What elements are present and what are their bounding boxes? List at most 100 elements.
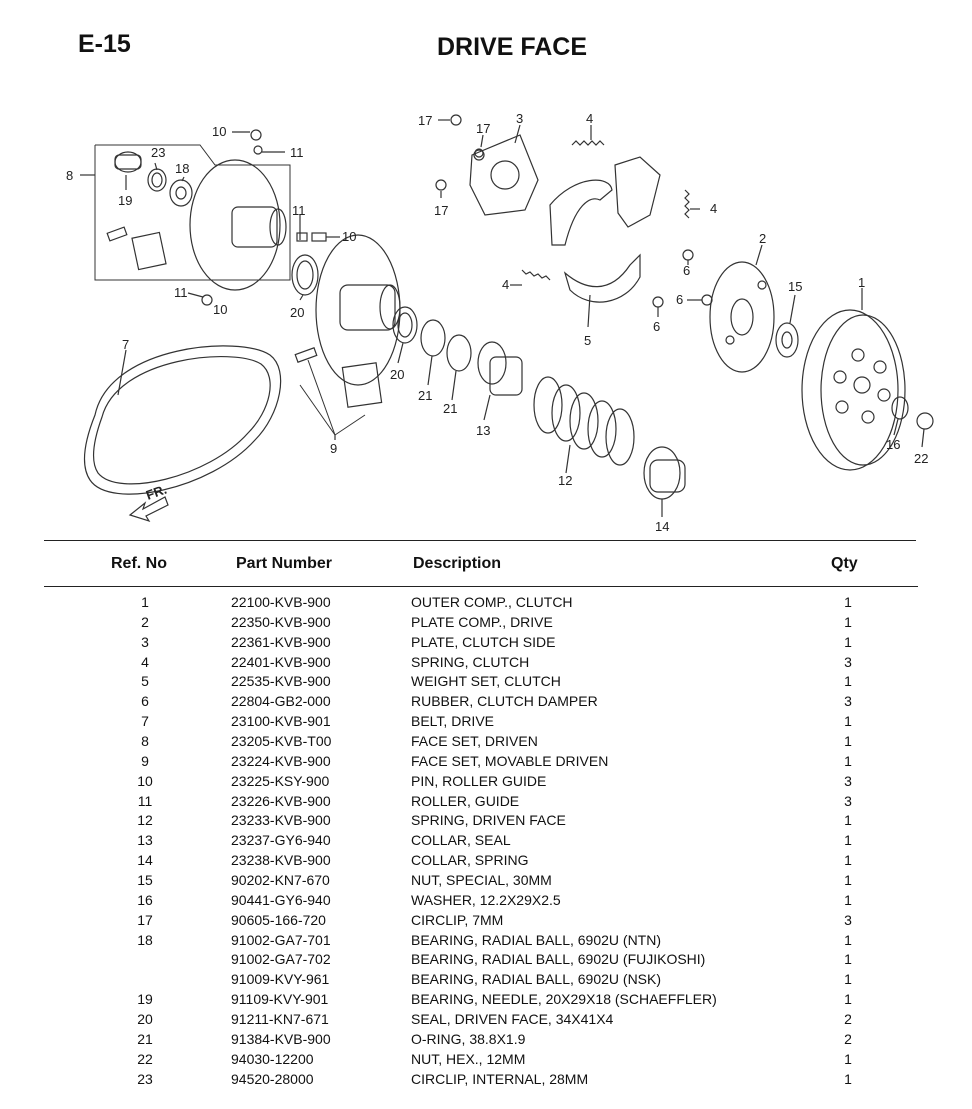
table-row: 11 23226-KVB-900 ROLLER, GUIDE 3 [0, 792, 972, 812]
ref-cell: 4 [141, 653, 149, 670]
description-cell: BEARING, RADIAL BALL, 6902U (NTN) [411, 931, 662, 948]
part-number-cell: 23226-KVB-900 [231, 792, 331, 809]
part-number-cell: 90441-GY6-940 [231, 891, 331, 908]
callout-11-a: 11 [290, 145, 304, 160]
description-cell: PLATE, CLUTCH SIDE [411, 633, 556, 650]
exploded-parts-diagram: 1 2 3 4 4 4 5 6 6 6 7 8 9 10 10 10 11 11… [66, 111, 934, 534]
qty-cell: 1 [844, 613, 852, 630]
qty-cell: 3 [844, 772, 852, 789]
ref-cell: 10 [137, 772, 153, 789]
qty-cell: 1 [844, 991, 852, 1008]
part-number-cell: 91109-KVY-901 [231, 991, 329, 1008]
description-cell: OUTER COMP., CLUTCH [411, 594, 573, 610]
ref-cell: 19 [137, 991, 153, 1008]
callout-21-a: 21 [418, 388, 432, 403]
description-cell: ROLLER, GUIDE [411, 792, 520, 809]
ref-cell: 17 [137, 911, 153, 928]
callout-21-b: 21 [443, 401, 457, 416]
qty-cell: 1 [844, 951, 852, 968]
page-code: E-15 [78, 30, 131, 58]
ref-cell: 11 [137, 792, 153, 809]
front-marker: FR. [144, 482, 169, 503]
ref-cell: 5 [141, 673, 149, 690]
callout-12: 12 [558, 473, 572, 488]
qty-cell: 1 [844, 931, 852, 948]
column-header-part-number: Part Number [236, 555, 333, 572]
description-cell: CIRCLIP, 7MM [411, 911, 504, 928]
description-cell: NUT, SPECIAL, 30MM [411, 872, 552, 889]
description-cell: PLATE COMP., DRIVE [411, 613, 553, 630]
description-cell: SPRING, CLUTCH [411, 653, 530, 670]
diagram-linework [80, 114, 934, 523]
callout-20-a: 20 [290, 305, 304, 320]
description-cell: BEARING, RADIAL BALL, 6902U (NSK) [411, 971, 662, 988]
part-number-cell: 23205-KVB-T00 [231, 733, 332, 750]
description-cell: NUT, HEX., 12MM [411, 1050, 526, 1067]
ref-cell: 21 [137, 1030, 153, 1047]
callout-6-b: 6 [653, 319, 660, 334]
part-number-cell: 91002-GA7-702 [231, 951, 331, 968]
ref-cell: 14 [137, 852, 153, 869]
qty-cell: 1 [844, 713, 852, 730]
ref-cell: 22 [137, 1050, 153, 1067]
callout-2: 2 [759, 231, 766, 246]
qty-cell: 3 [844, 911, 852, 928]
description-cell: FACE SET, MOVABLE DRIVEN [411, 752, 609, 769]
column-header-description: Description [413, 555, 502, 572]
callout-20-b: 20 [390, 367, 404, 382]
ref-cell: 20 [137, 1011, 153, 1028]
part-number-cell: 23233-KVB-900 [231, 812, 331, 829]
callout-10-b: 10 [342, 229, 356, 244]
part-number-cell: 23237-GY6-940 [231, 832, 331, 849]
qty-cell: 1 [844, 633, 852, 650]
callout-4-lower: 4 [502, 277, 509, 292]
ref-cell: 6 [141, 693, 149, 710]
qty-cell: 1 [844, 1070, 852, 1087]
callout-17-a: 17 [418, 113, 432, 128]
part-number-cell: 22350-KVB-900 [231, 613, 331, 630]
callout-10-a: 10 [212, 124, 226, 139]
callout-11-b: 11 [292, 203, 306, 218]
page-title: DRIVE FACE [436, 33, 588, 61]
description-cell: SPRING, DRIVEN FACE [411, 812, 566, 829]
callout-22: 22 [914, 451, 928, 466]
qty-cell: 1 [844, 752, 852, 769]
qty-cell: 1 [844, 812, 852, 829]
description-cell: COLLAR, SPRING [411, 852, 529, 869]
description-cell: SEAL, DRIVEN FACE, 34X41X4 [411, 1011, 614, 1028]
table-header-rule [44, 586, 918, 587]
callout-14: 14 [655, 519, 669, 534]
ref-cell: 9 [141, 752, 149, 769]
qty-cell: 3 [844, 693, 852, 710]
callout-1: 1 [858, 275, 865, 290]
part-number-cell: 23100-KVB-901 [231, 713, 331, 730]
qty-cell: 3 [844, 792, 852, 809]
qty-cell: 1 [844, 891, 852, 908]
description-cell: WASHER, 12.2X29X2.5 [411, 891, 561, 908]
ref-cell: 15 [137, 872, 153, 889]
callout-16: 16 [886, 437, 900, 452]
ref-cell: 7 [141, 713, 149, 730]
description-cell: RUBBER, CLUTCH DAMPER [411, 693, 598, 710]
part-number-cell: 22361-KVB-900 [231, 633, 331, 650]
description-cell: PIN, ROLLER GUIDE [411, 772, 547, 789]
callout-17-c: 17 [434, 203, 448, 218]
description-cell: FACE SET, DRIVEN [411, 733, 538, 750]
part-number-cell: 94030-12200 [231, 1050, 314, 1067]
qty-cell: 1 [844, 872, 852, 889]
callout-18: 18 [175, 161, 189, 176]
qty-cell: 1 [844, 594, 852, 610]
